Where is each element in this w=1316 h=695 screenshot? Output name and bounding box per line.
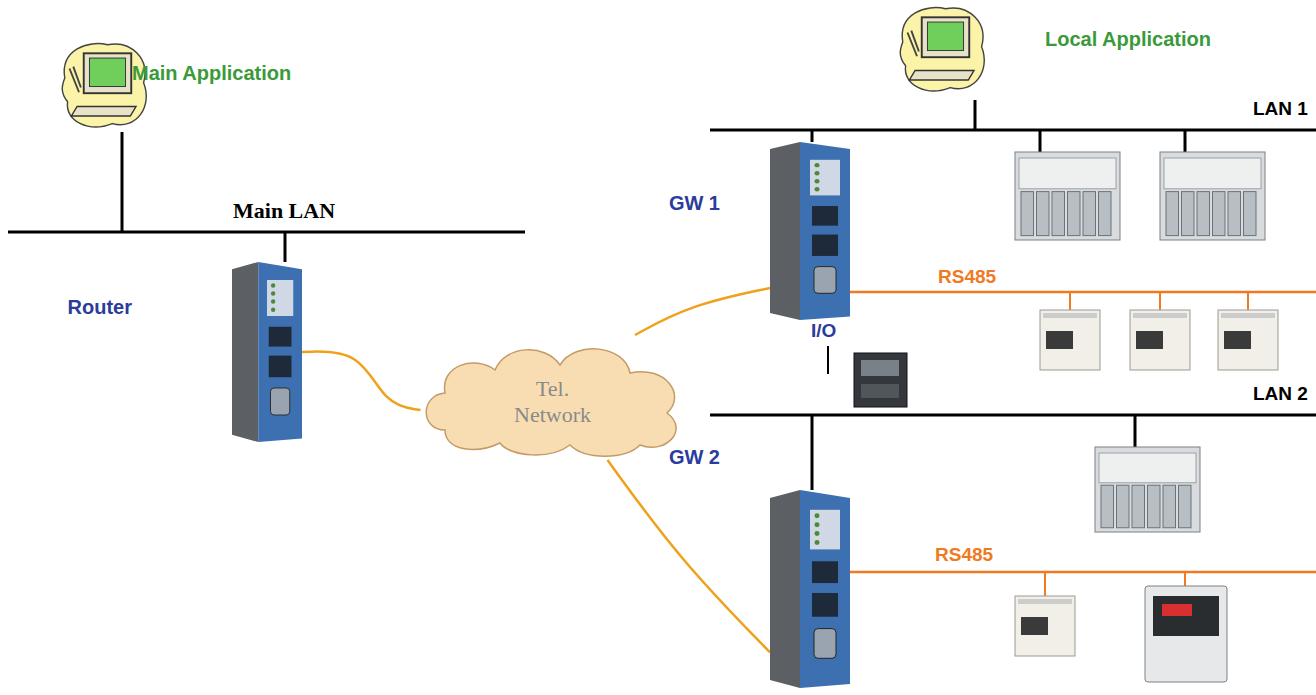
node-label: Router <box>68 296 132 319</box>
lan-bus <box>710 414 1316 417</box>
plc-module <box>1130 310 1190 370</box>
network-name: LAN 2 <box>1253 383 1308 405</box>
network-name: Main LAN <box>233 198 335 224</box>
io-module: I/O <box>805 320 910 412</box>
lan-stub <box>1134 415 1137 447</box>
lan-stub <box>1039 130 1042 152</box>
io-tick <box>825 346 831 376</box>
node-label: Tel. Network <box>498 376 608 427</box>
device-body <box>770 142 850 320</box>
phone-line <box>608 460 771 652</box>
gateway-device: GW 1 <box>770 142 850 320</box>
application-station: Local Application <box>895 4 1225 100</box>
computer-icon <box>900 8 984 91</box>
telephone-network-cloud: Tel. Network <box>415 335 690 460</box>
rs485-stub <box>1184 572 1186 586</box>
application-station: Main Application <box>62 40 342 132</box>
bus-name: RS485 <box>935 544 993 566</box>
node-label: Local Application <box>1045 28 1211 51</box>
lan-stub <box>1184 130 1187 152</box>
rs485-bus <box>850 571 1316 574</box>
rs485-bus <box>850 291 1316 294</box>
device-body <box>770 490 850 688</box>
device-body <box>232 262 302 442</box>
plc-rack <box>1160 152 1265 240</box>
rs485-stub <box>1069 292 1071 310</box>
network-name: LAN 1 <box>1253 98 1308 120</box>
gateway-device: GW 2 <box>770 490 850 688</box>
lan-stub <box>121 132 124 232</box>
lan-stub <box>811 415 814 490</box>
plc-rack <box>1015 152 1120 240</box>
router-device: Router <box>232 262 302 442</box>
rs485-stub <box>1247 292 1249 310</box>
node-label: I/O <box>811 320 836 342</box>
plc-module <box>1040 310 1100 370</box>
lan-stub <box>284 232 287 262</box>
plc-rack <box>1095 447 1200 532</box>
computer-icon <box>62 44 146 127</box>
lan-bus <box>710 129 1316 132</box>
node-label: GW 1 <box>669 192 720 215</box>
lan-stub <box>974 100 977 130</box>
io-device <box>853 352 908 408</box>
node-label: Main Application <box>132 62 291 85</box>
lan-bus <box>8 231 525 234</box>
rs485-stub <box>1044 572 1046 596</box>
controller-unit <box>1145 586 1227 682</box>
phone-line <box>302 352 421 410</box>
rs485-stub <box>1159 292 1161 310</box>
plc-module <box>1015 596 1075 656</box>
lan-stub <box>811 130 814 142</box>
bus-name: RS485 <box>938 266 996 288</box>
plc-module <box>1218 310 1278 370</box>
node-label: GW 2 <box>669 446 720 469</box>
phone-line <box>635 288 770 335</box>
